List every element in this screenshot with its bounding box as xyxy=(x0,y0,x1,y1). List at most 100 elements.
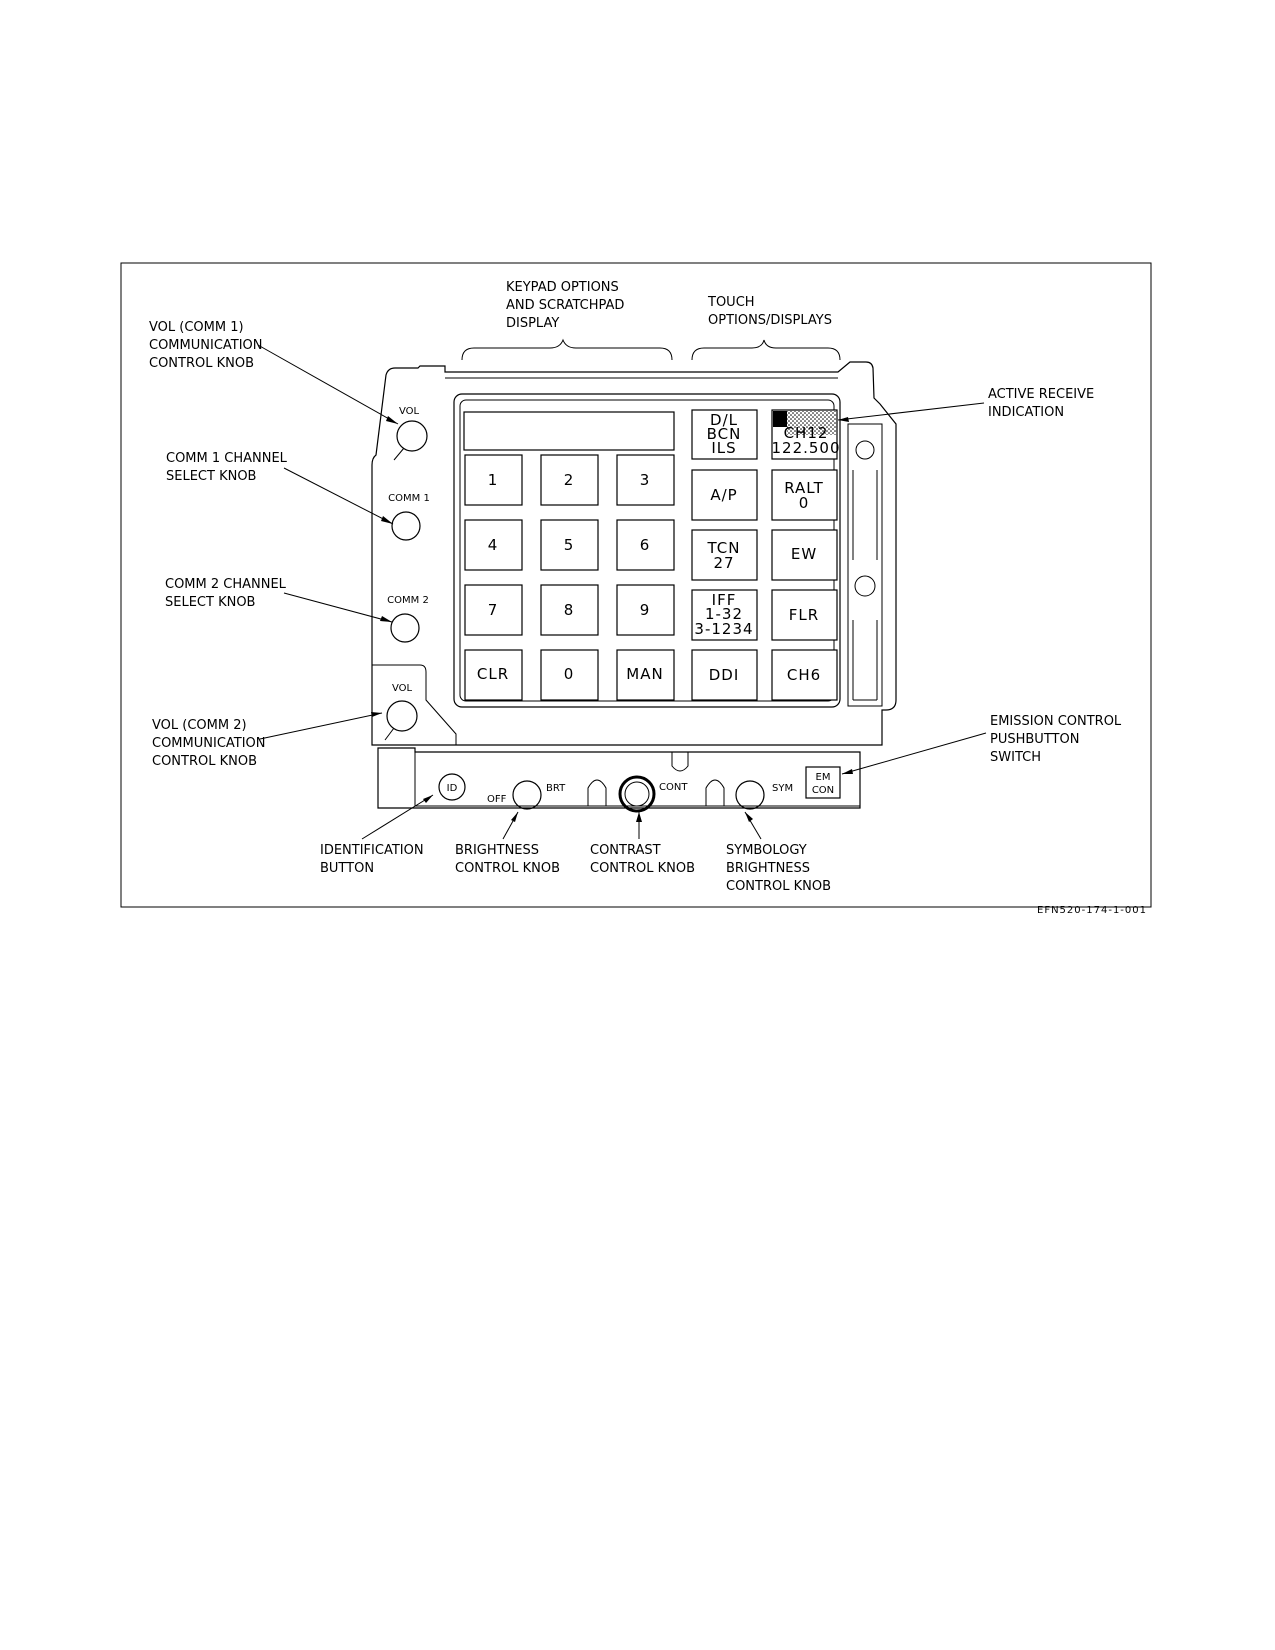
label-comm2: COMM 2 xyxy=(387,595,429,606)
callout-keypad-line-2: AND SCRATCHPAD xyxy=(506,298,624,313)
vol-comm1-knob[interactable] xyxy=(396,420,428,452)
key-6-label: 6 xyxy=(640,536,651,554)
callout-vol2-line-2: COMMUNICATION xyxy=(152,736,266,751)
key-clr-label: CLR xyxy=(477,665,509,683)
key-6[interactable]: 6 xyxy=(616,519,675,571)
ufcd-panel: VOL COMM 1 COMM 2 VOL ID OFF BRT CONT SY… xyxy=(371,361,897,813)
callout-vol-comm1: VOL (COMM 1) COMMUNICATION CONTROL KNOB xyxy=(149,320,399,425)
key-3[interactable]: 3 xyxy=(616,454,675,506)
label-vol-top: VOL xyxy=(399,406,420,417)
touch-iff-line-2: 1-32 xyxy=(705,605,743,623)
active-receive-shading xyxy=(787,411,836,435)
key-3-label: 3 xyxy=(640,471,651,489)
touch-ap-label: A/P xyxy=(710,486,737,504)
touch-iff-line-1: IFF xyxy=(712,591,737,609)
callout-brt-line-1: BRIGHTNESS xyxy=(455,843,539,858)
key-4[interactable]: 4 xyxy=(464,519,523,571)
touch-ddi-label: DDI xyxy=(709,666,740,684)
touch-tcn[interactable]: TCN 27 xyxy=(691,529,758,581)
leader-emcon xyxy=(841,732,987,775)
figure-frame xyxy=(120,262,1152,908)
callout-brt-line-2: CONTROL KNOB xyxy=(455,861,560,876)
key-9[interactable]: 9 xyxy=(616,584,675,636)
key-8-label: 8 xyxy=(564,601,575,619)
touch-options: D/L BCN ILS CH12 122.500 A/P RALT 0 TCN … xyxy=(691,409,840,701)
arrow-sym xyxy=(745,812,753,822)
callout-comm1-line-1: COMM 1 CHANNEL xyxy=(166,451,288,466)
touch-ch12[interactable]: CH12 122.500 xyxy=(771,409,840,460)
contrast-knob[interactable] xyxy=(618,775,656,813)
vol-comm2-knob[interactable] xyxy=(386,700,418,732)
callout-active-receive: ACTIVE RECEIVE INDICATION xyxy=(837,387,1094,422)
arrow-id xyxy=(423,795,433,803)
touch-ralt-line-1: RALT xyxy=(784,479,824,497)
key-clr[interactable]: CLR xyxy=(464,649,523,701)
callout-identification: IDENTIFICATION BUTTON xyxy=(320,794,434,876)
comm2-select-knob[interactable] xyxy=(390,613,420,643)
touch-ralt[interactable]: RALT 0 xyxy=(771,469,838,521)
comm1-select-knob[interactable] xyxy=(391,511,421,541)
arrow-vol2 xyxy=(371,712,382,717)
touch-ddi[interactable]: DDI xyxy=(691,649,758,701)
callout-cont-line-2: CONTROL KNOB xyxy=(590,861,695,876)
leader-vol1 xyxy=(257,344,399,425)
rail-screw-top xyxy=(855,440,875,460)
callout-emcon-line-3: SWITCH xyxy=(990,750,1041,765)
key-man[interactable]: MAN xyxy=(616,649,675,701)
leader-comm1 xyxy=(283,467,394,525)
contrast-knob-inner xyxy=(624,781,650,807)
callout-vol2-line-3: CONTROL KNOB xyxy=(152,754,257,769)
key-7-label: 7 xyxy=(488,601,499,619)
touch-ch6-label: CH6 xyxy=(787,666,821,684)
keypad: 1 2 3 4 5 6 7 8 9 CLR 0 MAN xyxy=(464,454,675,701)
callout-vol1-line-2: COMMUNICATION xyxy=(149,338,263,353)
active-receive-indicator xyxy=(773,411,787,427)
label-sym: SYM xyxy=(772,783,793,794)
brightness-knob[interactable] xyxy=(512,780,542,810)
callout-vol2-line-1: VOL (COMM 2) xyxy=(152,718,247,733)
keypad-brace xyxy=(461,338,673,361)
callout-touch-options: TOUCH OPTIONS/DISPLAYS xyxy=(691,295,841,361)
touch-ap[interactable]: A/P xyxy=(691,469,758,521)
touch-tcn-line-1: TCN xyxy=(707,539,741,557)
scratchpad-display xyxy=(463,411,675,451)
key-9-label: 9 xyxy=(640,601,651,619)
key-1[interactable]: 1 xyxy=(464,454,523,506)
touch-dl-line-1: D/L xyxy=(710,411,738,429)
key-7[interactable]: 7 xyxy=(464,584,523,636)
callout-id-line-2: BUTTON xyxy=(320,861,374,876)
key-5-label: 5 xyxy=(564,536,575,554)
leader-id xyxy=(361,794,434,840)
key-8[interactable]: 8 xyxy=(540,584,599,636)
display-bezel xyxy=(453,393,841,708)
touch-iff[interactable]: IFF 1-32 3-1234 xyxy=(691,589,758,641)
touch-flr-label: FLR xyxy=(789,606,819,624)
label-comm1: COMM 1 xyxy=(388,493,430,504)
key-5[interactable]: 5 xyxy=(540,519,599,571)
callout-brightness: BRIGHTNESS CONTROL KNOB xyxy=(455,811,560,876)
label-brt: BRT xyxy=(546,783,566,794)
callout-comm1-select: COMM 1 CHANNEL SELECT KNOB xyxy=(166,451,394,525)
lower-control-strip xyxy=(377,747,861,809)
arrow-comm2 xyxy=(380,616,392,622)
key-man-label: MAN xyxy=(626,665,663,683)
callout-emcon-line-2: PUSHBUTTON xyxy=(990,732,1079,747)
touch-dl-bcn-ils[interactable]: D/L BCN ILS xyxy=(691,409,758,460)
callout-keypad-options: KEYPAD OPTIONS AND SCRATCHPAD DISPLAY xyxy=(461,280,673,361)
callout-comm2-line-2: SELECT KNOB xyxy=(165,595,255,610)
key-2[interactable]: 2 xyxy=(540,454,599,506)
touch-ew[interactable]: EW xyxy=(771,529,838,581)
callout-keypad-line-1: KEYPAD OPTIONS xyxy=(506,280,619,295)
callout-keypad-line-3: DISPLAY xyxy=(506,316,559,331)
touch-dl-line-2: BCN xyxy=(707,425,742,443)
panel-housing xyxy=(371,361,897,746)
touch-flr[interactable]: FLR xyxy=(771,589,838,641)
touch-ch6[interactable]: CH6 xyxy=(771,649,838,701)
callout-vol-comm2: VOL (COMM 2) COMMUNICATION CONTROL KNOB xyxy=(152,712,383,769)
emcon-button[interactable] xyxy=(805,766,841,799)
symbology-knob[interactable] xyxy=(735,780,765,810)
key-0[interactable]: 0 xyxy=(540,649,599,701)
callout-cont-line-1: CONTRAST xyxy=(590,843,661,858)
id-button[interactable] xyxy=(438,773,466,801)
strip-notch xyxy=(671,752,689,772)
